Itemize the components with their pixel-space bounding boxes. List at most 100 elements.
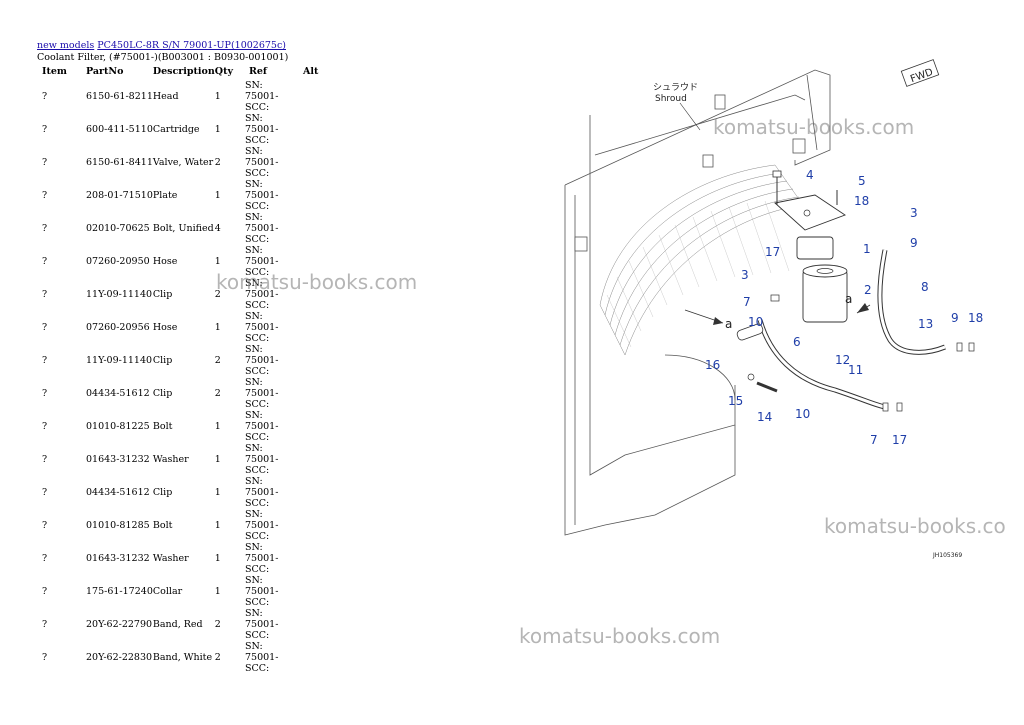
cell-description: Clip	[152, 289, 173, 300]
cell-description: Collar	[152, 586, 183, 597]
callout-6: 6	[793, 335, 801, 349]
col-header-partno: PartNo	[86, 66, 124, 77]
cell-ref: SN: 75001-SCC:	[233, 443, 303, 476]
cell-description: Clip	[152, 388, 173, 399]
callout-12: 12	[835, 353, 850, 367]
cell-description: Cartridge	[152, 124, 200, 135]
cell-description: Band, Red	[152, 619, 203, 630]
cell-partno: 600-411-5110	[86, 124, 153, 135]
cell-ref: SN: 75001-SCC:	[233, 113, 303, 146]
breadcrumb-link-new-models[interactable]: new models	[37, 40, 95, 51]
ref-text: SN: 75001-SCC:	[244, 80, 279, 113]
cell-qty: 1	[214, 421, 221, 432]
cell-item: ?	[42, 190, 48, 201]
cell-alt	[303, 113, 323, 146]
cell-qty: 2	[214, 619, 221, 630]
cell-partno: 02010-70625	[86, 223, 150, 234]
cell-alt	[303, 509, 323, 542]
cell-qty: 2	[214, 652, 221, 663]
cell-qty: 1	[214, 124, 221, 135]
cell-description: Valve, Water	[152, 157, 214, 168]
cell-ref: SN: 75001-SCC:	[233, 146, 303, 179]
ref-text: SN: 75001-SCC:	[244, 311, 279, 344]
shroud-jp-label: シュラウド	[653, 82, 698, 93]
cell-partno: 11Y-09-11140	[86, 289, 153, 300]
cell-partno: 6150-61-8211	[86, 91, 153, 102]
cell-description: Bolt, Unified	[152, 223, 214, 234]
cell-qty: 1	[214, 454, 221, 465]
breadcrumb-link-model[interactable]: PC450LC-8R S/N 79001-UP(1002675c)	[97, 40, 286, 51]
arrow-a-label-right: a	[845, 292, 852, 306]
cell-item: ?	[42, 322, 48, 333]
cell-qty: 1	[214, 487, 221, 498]
cell-alt	[303, 641, 323, 674]
cell-item: ?	[42, 487, 48, 498]
cell-item: ?	[42, 256, 48, 267]
cell-ref: SN: 75001-SCC:	[233, 212, 303, 245]
cell-alt	[303, 377, 323, 410]
callout-3a: 3	[910, 206, 918, 220]
col-header-description: Description	[152, 66, 215, 77]
cell-item: ?	[42, 289, 48, 300]
col-header-qty: Qty	[214, 66, 233, 77]
cell-ref: SN: 75001-SCC:	[233, 80, 303, 113]
callout-11: 11	[848, 363, 863, 377]
callout-9b: 9	[951, 311, 959, 325]
col-header-alt: Alt	[302, 66, 319, 77]
cell-description: Head	[152, 91, 179, 102]
breadcrumb: new models PC450LC-8R S/N 79001-UP(10026…	[37, 40, 288, 52]
cell-alt	[303, 410, 323, 443]
cell-ref: SN: 75001-SCC:	[233, 608, 303, 641]
cell-description: Bolt	[152, 421, 173, 432]
callout-7b: 7	[870, 433, 878, 447]
cell-partno: 07260-20956	[86, 322, 150, 333]
cell-partno: 20Y-62-22790	[86, 619, 153, 630]
cell-alt	[303, 443, 323, 476]
cell-alt	[303, 80, 323, 113]
ref-text: SN: 75001-SCC:	[244, 443, 279, 476]
cell-ref: SN: 75001-SCC:	[233, 278, 303, 311]
parts-table: Item PartNo Description Qty Ref Alt ?615…	[37, 66, 323, 674]
cell-description: Washer	[152, 454, 189, 465]
cell-partno: 07260-20950	[86, 256, 150, 267]
cell-item: ?	[42, 355, 48, 366]
cell-partno: 175-61-17240	[86, 586, 153, 597]
cell-description: Band, White	[152, 652, 213, 663]
cell-item: ?	[42, 421, 48, 432]
callout-18b: 18	[968, 311, 983, 325]
cell-qty: 4	[214, 223, 221, 234]
cell-item: ?	[42, 157, 48, 168]
diagram-code: JH105369	[932, 552, 962, 559]
cell-ref: SN: 75001-SCC:	[233, 179, 303, 212]
cell-ref: SN: 75001-SCC:	[233, 344, 303, 377]
callout-15: 15	[728, 394, 743, 408]
ref-text: SN: 75001-SCC:	[244, 179, 279, 212]
ref-text: SN: 75001-SCC:	[244, 575, 279, 608]
cell-qty: 2	[214, 388, 221, 399]
cell-description: Plate	[152, 190, 178, 201]
cell-item: ?	[42, 520, 48, 531]
cell-description: Washer	[152, 553, 189, 564]
cell-alt	[303, 278, 323, 311]
cell-qty: 2	[214, 289, 221, 300]
callout-13: 13	[918, 317, 933, 331]
callout-14: 14	[757, 410, 772, 424]
ref-text: SN: 75001-SCC:	[244, 146, 279, 179]
col-header-ref: Ref	[248, 66, 268, 77]
ref-text: SN: 75001-SCC:	[244, 245, 279, 278]
cell-alt	[303, 212, 323, 245]
cell-description: Hose	[152, 256, 178, 267]
callout-17a: 17	[765, 245, 780, 259]
cell-partno: 01643-31232	[86, 454, 150, 465]
shroud-en-label: Shroud	[655, 94, 687, 104]
ref-text: SN: 75001-SCC:	[244, 344, 279, 377]
ref-text: SN: 75001-SCC:	[244, 542, 279, 575]
diagram-drawing: FWD シュラウド Shroud	[564, 59, 983, 559]
page-subtitle: Coolant Filter, (#75001-)(B003001 : B093…	[37, 52, 289, 63]
callout-4: 4	[806, 168, 814, 182]
